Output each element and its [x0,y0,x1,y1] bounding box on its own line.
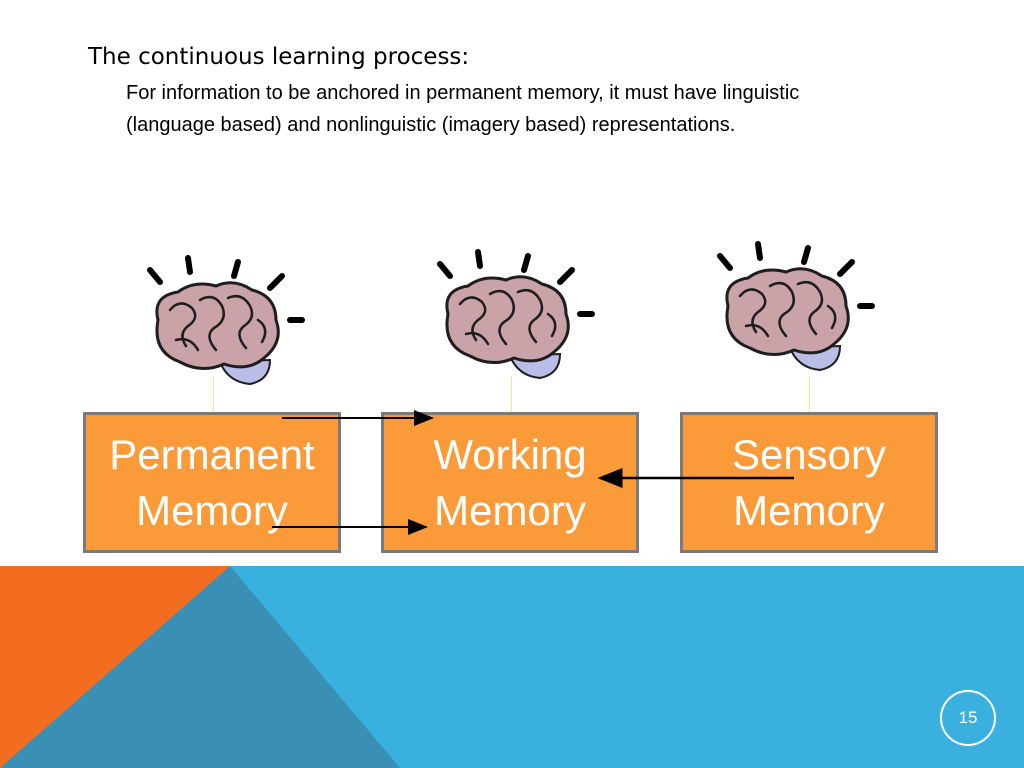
working-memory-box: Working Memory [381,412,639,553]
box-label-line2: Memory [136,486,288,534]
brain-icon [437,249,595,380]
brain-icon [717,241,875,372]
box-label-line2: Memory [434,486,586,534]
slide-body-text: For information to be anchored in perman… [126,82,800,136]
connector-line [511,376,512,412]
slide-number: 15 [940,690,996,746]
box-label-line1: Permanent [109,430,315,478]
brain-icon [147,255,305,386]
footer-decoration [0,566,1024,768]
box-label-line1: Sensory [731,430,887,478]
permanent-memory-box: Permanent Memory [83,412,341,553]
box-label-line2: Memory [733,486,885,534]
slide-heading: The continuous learning process: [88,44,470,70]
box-label-line1: Working [433,430,587,478]
sensory-memory-box: Sensory Memory [680,412,938,553]
connector-line [213,376,214,412]
connector-line [809,376,810,412]
